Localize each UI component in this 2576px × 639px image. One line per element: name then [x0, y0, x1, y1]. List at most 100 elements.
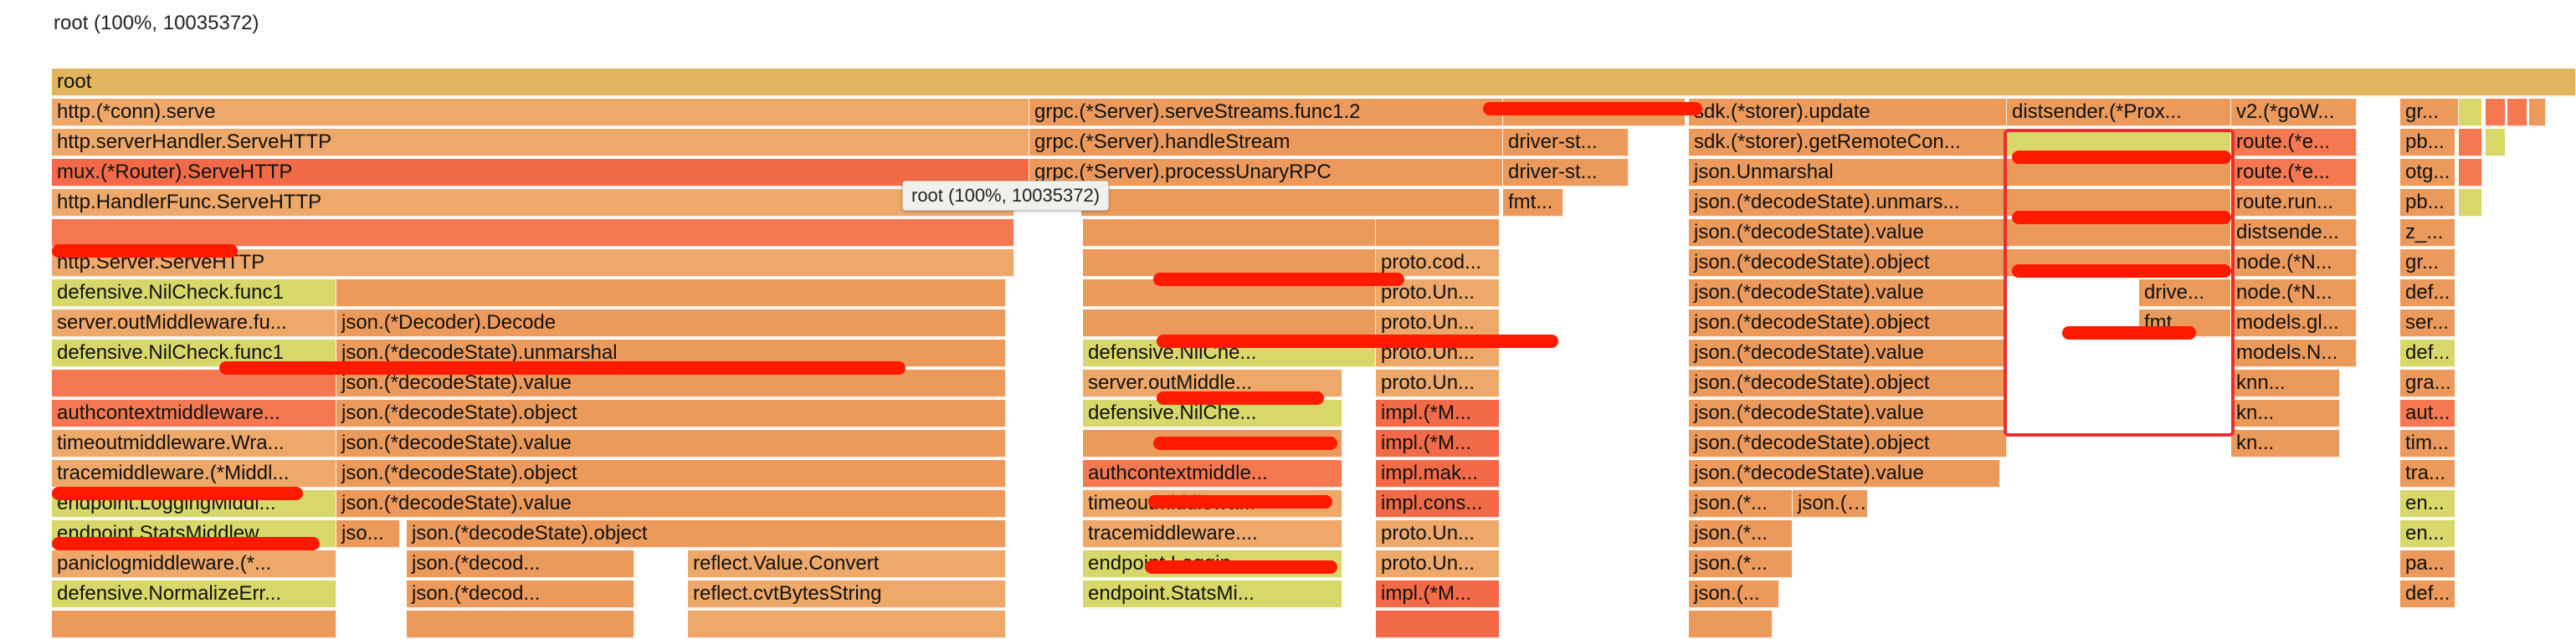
flame-frame[interactable] [1083, 279, 1376, 308]
flame-frame[interactable]: paniclogmiddleware.(*... [52, 550, 336, 579]
flame-frame[interactable]: def... [2400, 340, 2455, 368]
flame-frame[interactable]: route.(*e... [2231, 159, 2357, 187]
flame-frame[interactable]: http.(*conn).serve [52, 99, 1029, 127]
flame-frame[interactable] [1376, 611, 1500, 639]
flame-frame[interactable]: json.(*d... [1793, 490, 1868, 519]
flame-frame[interactable]: json.(... [1689, 580, 1779, 609]
flame-frame[interactable]: en... [2400, 520, 2455, 549]
flame-frame[interactable]: authcontextmiddle... [1083, 460, 1342, 488]
flame-frame[interactable] [336, 279, 1006, 308]
flame-frame[interactable]: json.(*Decoder).Decode [336, 309, 1006, 338]
flame-frame[interactable]: defensive.NilCheck.func1 [52, 340, 336, 368]
flame-frame[interactable]: json.(*decodeState).value [1689, 400, 2007, 428]
flame-frame[interactable]: json.(*decodeState).value [336, 490, 1006, 519]
flame-frame[interactable]: defensive.NilChe... [1083, 400, 1342, 428]
flame-frame[interactable]: impl.(*M... [1376, 580, 1500, 609]
flame-frame[interactable]: json.(*decodeState).object [1689, 249, 2007, 278]
flame-frame[interactable]: fmt.... [2139, 309, 2231, 338]
flame-frame[interactable] [52, 219, 1014, 248]
flame-frame[interactable]: pb... [2400, 189, 2455, 217]
flame-frame[interactable]: distsender.(*Prox... [2007, 99, 2231, 127]
flame-frame[interactable] [1081, 189, 1500, 217]
flame-frame[interactable]: sdk.(*storer).getRemoteCon... [1689, 129, 2007, 157]
flame-frame[interactable]: endpoint.StatsMi... [1083, 580, 1342, 609]
flame-frame[interactable]: impl.mak... [1376, 460, 1500, 488]
flame-frame[interactable]: json.(*decodeState).value [336, 430, 1006, 458]
flame-frame[interactable]: grpc.(*Server).serveStreams.func1.2 [1029, 99, 1503, 127]
flame-frame[interactable]: gr... [2400, 249, 2455, 278]
flame-frame[interactable]: driver-st... [1503, 129, 1629, 157]
flame-frame[interactable]: node.(*N... [2231, 279, 2357, 308]
flame-frame[interactable] [2134, 249, 2231, 278]
flame-frame[interactable]: jso... [336, 520, 400, 549]
flame-frame[interactable]: json.(*... [1689, 520, 1793, 549]
flame-frame[interactable]: timeoutmiddleware.Wra... [52, 430, 336, 458]
flame-frame[interactable]: impl.(*M... [1376, 400, 1500, 428]
flame-frame[interactable]: endpoint.LoggingMiddl... [52, 490, 336, 519]
flame-frame[interactable]: knn... [2231, 370, 2340, 398]
flame-frame[interactable]: endpoint.Loggin... [1083, 550, 1342, 579]
flame-frame[interactable]: json.(*decodeState).value [1689, 460, 2000, 488]
flame-frame[interactable] [52, 611, 336, 639]
flame-frame[interactable] [2459, 189, 2482, 217]
flame-frame[interactable]: grpc.(*Server).handleStream [1029, 129, 1503, 157]
flame-frame[interactable]: driver-st... [1503, 159, 1629, 187]
flame-frame[interactable]: json.(*decodeState).object [1689, 430, 2007, 458]
flame-frame[interactable]: distsende... [2231, 219, 2357, 248]
flame-frame[interactable]: z_... [2400, 219, 2455, 248]
flame-frame[interactable] [2007, 129, 2231, 157]
flame-frame[interactable]: tra... [2400, 460, 2455, 488]
flame-frame[interactable]: models.gl... [2231, 309, 2357, 338]
flame-frame[interactable]: json.(*decodeState).value [336, 370, 1006, 398]
flame-frame[interactable] [407, 611, 634, 639]
flame-frame[interactable]: json.(*decodeState).value [1689, 340, 2007, 368]
flame-frame[interactable]: json.(*decodeState).value [1689, 279, 2007, 308]
flame-frame[interactable]: gra... [2400, 370, 2455, 398]
flame-frame[interactable]: http.Server.ServeHTTP [52, 249, 1014, 278]
flame-frame[interactable] [1689, 611, 1773, 639]
flame-frame[interactable]: json.(*decodeState).object [336, 460, 1006, 488]
flame-frame[interactable]: proto.Un... [1376, 309, 1500, 338]
flame-frame[interactable] [1503, 99, 1686, 127]
flame-frame[interactable]: en... [2400, 490, 2455, 519]
flame-frame[interactable]: json.(*decodeState).object [407, 520, 1006, 549]
flame-frame[interactable] [52, 370, 336, 398]
flame-frame[interactable] [2007, 159, 2231, 187]
flame-frame[interactable] [1376, 219, 1500, 248]
flame-frame[interactable]: mux.(*Router).ServeHTTP [52, 159, 1029, 187]
flame-frame[interactable]: ser... [2400, 309, 2455, 338]
flame-frame[interactable]: impl.cons... [1376, 490, 1500, 519]
flame-frame[interactable]: models.N... [2231, 340, 2357, 368]
flame-frame[interactable]: reflect.Value.Convert [688, 550, 1006, 579]
flame-frame[interactable]: node.(*N... [2231, 249, 2357, 278]
flame-frame[interactable] [1083, 249, 1376, 278]
flame-frame[interactable]: json.(*decod... [407, 580, 634, 609]
flame-frame[interactable]: json.Unmarshal [1689, 159, 2007, 187]
flame-frame[interactable]: pa... [2400, 550, 2455, 579]
flame-frame[interactable]: server.outMiddle... [1083, 370, 1342, 398]
flame-frame[interactable]: defensive.NilCheck.func1 [52, 279, 336, 308]
flame-frame[interactable]: impl.(*M... [1376, 430, 1500, 458]
flame-frame[interactable]: otg... [2400, 159, 2455, 187]
flame-frame[interactable]: kn... [2231, 430, 2340, 458]
flame-frame[interactable]: v2.(*goW... [2231, 99, 2357, 127]
flame-frame[interactable]: grpc.(*Server).processUnaryRPC [1029, 159, 1503, 187]
flame-frame[interactable]: authcontextmiddleware... [52, 400, 336, 428]
flame-frame[interactable]: defensive.NilChe... [1083, 340, 1376, 368]
flame-frame[interactable] [1083, 219, 1376, 248]
flame-frame[interactable] [2007, 189, 2231, 217]
flame-frame[interactable]: json.(*decodeState).object [1689, 309, 2007, 338]
flame-frame[interactable] [1083, 430, 1342, 458]
flame-frame[interactable]: json.(*decodeState).value [1689, 219, 2007, 248]
flame-frame[interactable] [2459, 99, 2482, 127]
flame-frame[interactable]: json.(*decodeState).unmars... [1689, 189, 2007, 217]
flame-frame[interactable]: pb... [2400, 129, 2455, 157]
flame-frame[interactable]: json.(*... [1689, 490, 1793, 519]
flame-frame[interactable]: tracemiddleware.(*Middl... [52, 460, 336, 488]
flame-frame[interactable]: fmt... [1503, 189, 1563, 217]
flame-frame[interactable]: kn... [2231, 400, 2340, 428]
flame-frame[interactable]: http.HandlerFunc.ServeHTTP [52, 189, 1014, 217]
flame-frame[interactable]: tim... [2400, 430, 2455, 458]
flame-frame[interactable]: endpoint.StatsMiddlew... [52, 520, 336, 549]
flame-frame[interactable]: proto.Un... [1376, 520, 1500, 549]
